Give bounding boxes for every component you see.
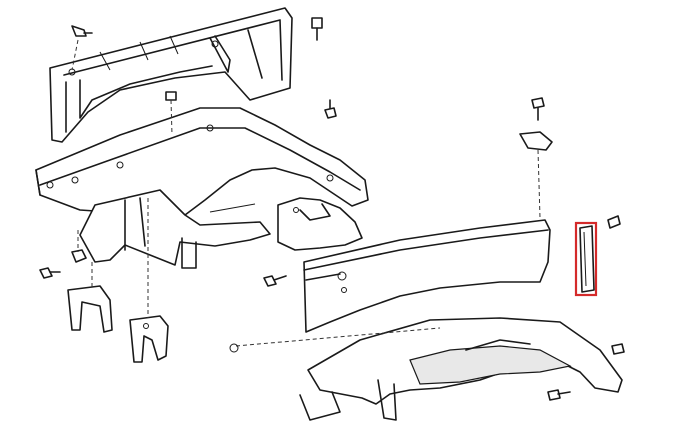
bolt-icon	[311, 17, 323, 41]
bolt-icon	[263, 275, 287, 287]
nut-icon	[71, 249, 87, 263]
assembly-line	[170, 99, 173, 136]
nut-icon	[607, 215, 621, 229]
mounting-bracket[interactable]	[129, 315, 169, 363]
right-inner-liner[interactable]	[299, 317, 623, 421]
nut-icon	[165, 91, 177, 101]
small-bracket[interactable]	[277, 197, 363, 251]
bolt-icon	[39, 267, 61, 279]
bolt-icon	[547, 389, 571, 401]
assembly-line	[71, 39, 79, 71]
fender-extension-strip[interactable]	[574, 221, 598, 297]
assembly-line	[235, 327, 441, 347]
bolt-icon	[71, 25, 93, 37]
nut-icon	[611, 343, 625, 355]
mounting-bracket[interactable]	[67, 285, 113, 333]
right-fender[interactable]	[303, 219, 551, 333]
inner-splash-shield[interactable]	[79, 189, 271, 269]
bolt-icon	[531, 97, 545, 121]
support-brackets[interactable]	[519, 131, 553, 151]
rear-panel[interactable]	[49, 7, 293, 143]
bolt-icon	[324, 99, 337, 119]
grommet	[229, 343, 239, 353]
left-fender[interactable]	[35, 107, 369, 216]
assembly-line	[537, 149, 541, 219]
